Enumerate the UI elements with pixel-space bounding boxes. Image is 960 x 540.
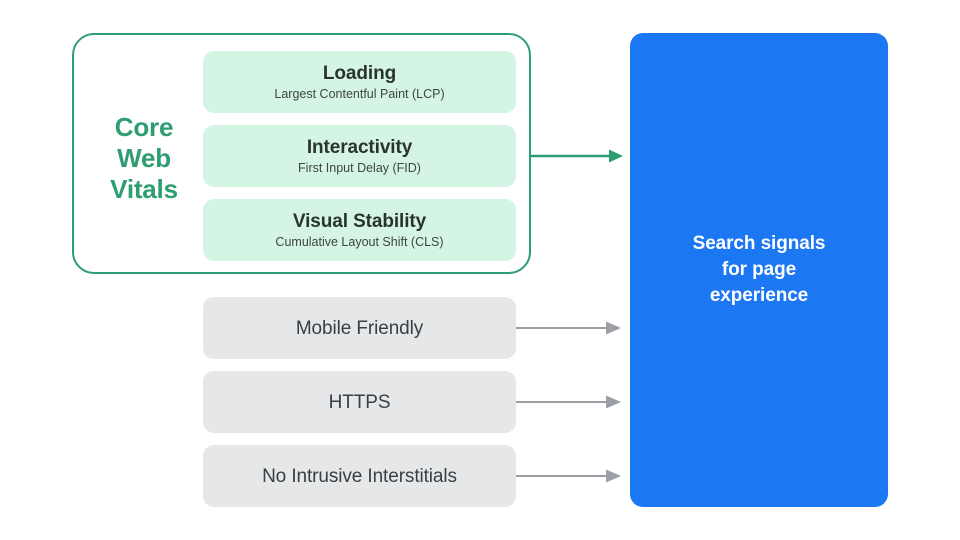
signal-no-intrusive-interstitials[interactable]: No Intrusive Interstitials [203, 445, 516, 507]
metric-card-visual-stability[interactable]: Visual Stability Cumulative Layout Shift… [203, 199, 516, 261]
metric-subtitle: Cumulative Layout Shift (CLS) [275, 234, 444, 249]
mobile-friendly-arrow [516, 321, 621, 335]
core-web-vitals-group-label: Core Web Vitals [96, 112, 192, 205]
signal-label: HTTPS [328, 391, 391, 413]
core-web-vitals-label-line-3: Vitals [110, 174, 178, 204]
core-web-vitals-arrow [531, 149, 623, 163]
signal-label: No Intrusive Interstitials [262, 465, 457, 487]
signal-label: Mobile Friendly [295, 317, 424, 339]
metric-card-loading[interactable]: Loading Largest Contentful Paint (LCP) [203, 51, 516, 113]
metric-subtitle: First Input Delay (FID) [298, 160, 421, 175]
metric-card-interactivity[interactable]: Interactivity First Input Delay (FID) [203, 125, 516, 187]
signal-mobile-friendly[interactable]: Mobile Friendly [203, 297, 516, 359]
https-arrow [516, 395, 621, 409]
no-intrusive-interstitials-arrow [516, 469, 621, 483]
metric-subtitle: Largest Contentful Paint (LCP) [274, 86, 445, 101]
signal-https[interactable]: HTTPS [203, 371, 516, 433]
core-web-vitals-label-line-1: Core [114, 112, 174, 142]
search-signals-panel[interactable]: Search signals for page experience [630, 33, 888, 507]
search-signals-panel-label: Search signals for page experience [692, 233, 826, 306]
metric-title: Visual Stability [292, 210, 427, 232]
metric-title: Interactivity [306, 136, 413, 158]
metric-title: Loading [322, 62, 397, 84]
core-web-vitals-label-line-2: Web [117, 143, 171, 173]
core-web-vitals-group [72, 33, 531, 274]
